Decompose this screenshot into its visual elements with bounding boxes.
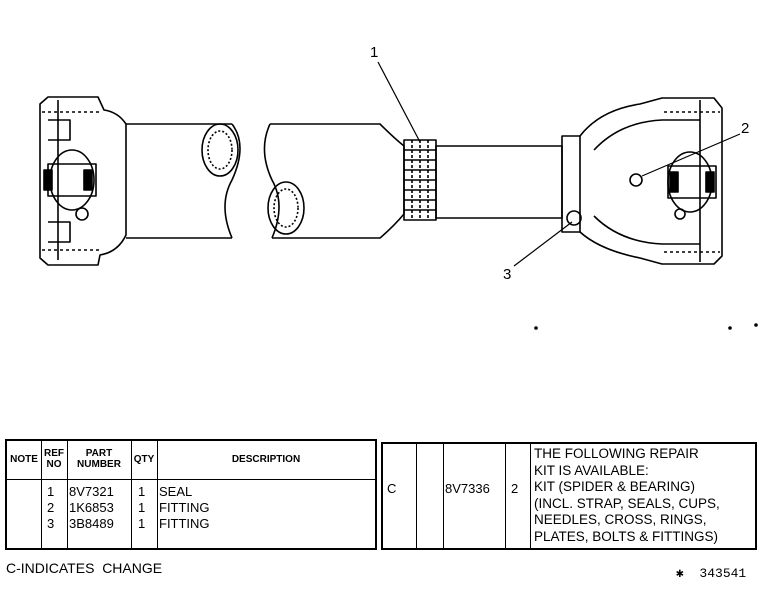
right-tube [263,123,405,239]
desc-line: KIT IS AVAILABLE: [534,462,649,478]
repair-part-number: 8V7336 [445,481,490,496]
header-qty: QTY [133,454,155,465]
part-number: 3B8489 [69,516,114,531]
ref-no: 3 [47,516,55,531]
table-row: 2 1K6853 1 FITTING [7,500,375,516]
desc-line: THE FOLLOWING REPAIR [534,446,699,461]
repair-kit-table: C 8V7336 2 THE FOLLOWING REPAIR KIT IS A… [381,442,757,550]
description: FITTING [159,516,210,531]
callout-2: 2 [741,120,750,137]
desc-line: (INCL. STRAP, SEALS, CUPS, [534,495,720,511]
parts-table: NOTE REF NO PART NUMBER QTY DESCRIPTION … [5,439,377,550]
header-ref-no: REF NO [41,448,67,470]
callout-3: 3 [503,266,512,283]
header-description: DESCRIPTION [231,454,301,465]
slip-joint-seal [403,135,581,233]
callout-1: 1 [370,44,379,61]
illustration-number: ✱ 343541 [676,566,747,581]
header-part-line1: PART [85,448,113,459]
repair-note: C [387,481,397,496]
table-row: 3 3B8489 1 FITTING [7,516,375,532]
header-ref-line2: NO [46,459,62,470]
desc-line: PLATES, BOLTS & FITTINGS) [534,528,719,544]
desc-line: NEEDLES, CROSS, RINGS, [534,512,707,527]
grease-fitting [566,210,582,226]
drive-shaft-illustration [39,61,758,330]
ref-no: 2 [47,500,55,515]
description: FITTING [159,500,210,515]
part-number: 8V7321 [69,484,114,499]
header-part-line2: NUMBER [77,459,121,470]
repair-qty: 2 [511,481,519,496]
header-note: NOTE [10,454,38,465]
part-number: 1K6853 [69,500,114,515]
qty: 1 [138,500,146,515]
right-universal-joint-yoke [579,97,723,265]
left-universal-joint-yoke [39,96,127,266]
change-indicator-note: C-INDICATES CHANGE [6,560,163,576]
qty: 1 [138,516,146,531]
header-part-number: PART NUMBER [67,448,131,470]
qty: 1 [138,484,146,499]
description: SEAL [159,484,193,499]
table-row: 1 8V7321 1 SEAL [7,484,375,500]
desc-line: KIT (SPIDER & BEARING) [534,479,696,494]
repair-description: THE FOLLOWING REPAIR KIT IS AVAILABLE: K… [534,446,756,545]
left-tube [126,123,241,239]
ref-no: 1 [47,484,55,499]
header-ref-line1: REF [44,448,64,459]
